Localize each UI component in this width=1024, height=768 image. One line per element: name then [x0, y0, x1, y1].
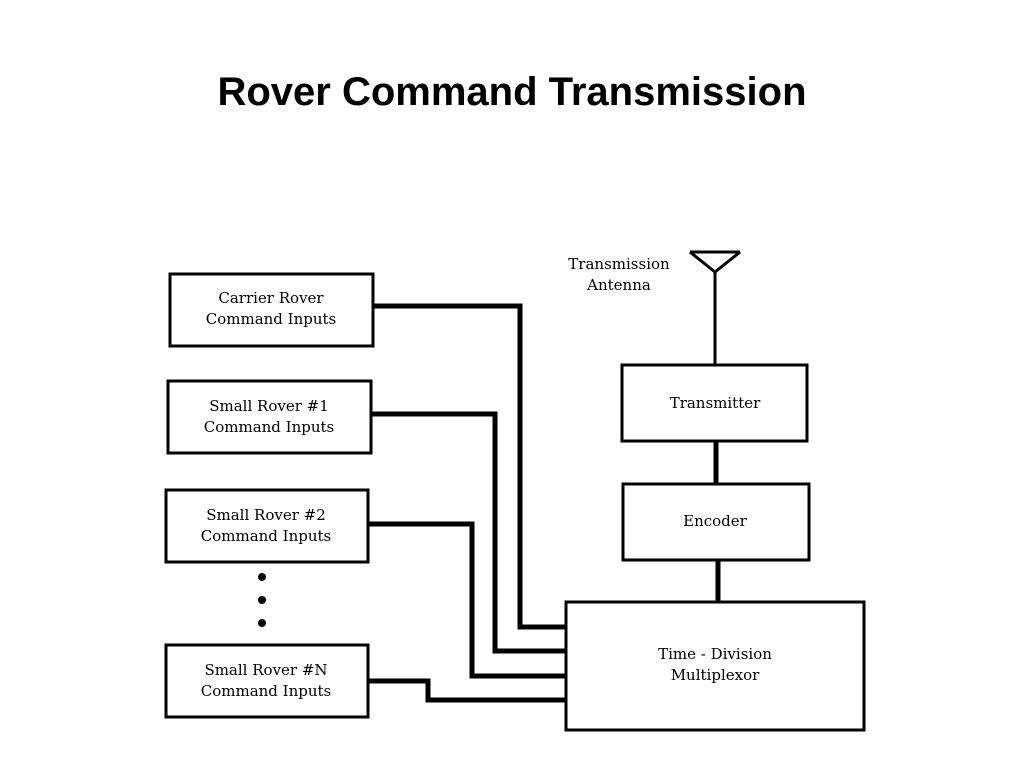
wire-roverN-to-mux: [365, 678, 569, 703]
wire-rover2-to-mux: [365, 521, 569, 679]
carrier-rover-label-line2: Command Inputs: [206, 310, 337, 328]
carrier-rover-label-line1: Carrier Rover: [218, 289, 324, 307]
small-rover-2-label-line1: Small Rover #2: [206, 506, 326, 524]
small-rover-1-label-line1: Small Rover #1: [209, 397, 329, 415]
small-rover-1-box: Small Rover #1 Command Inputs: [166, 379, 373, 455]
ellipsis-dots: [258, 573, 266, 627]
antenna-label-line2: Antenna: [586, 276, 651, 294]
small-rover-n-label-line1: Small Rover #N: [204, 661, 327, 679]
antenna-icon: [689, 250, 741, 364]
small-rover-n-box: Small Rover #N Command Inputs: [164, 643, 370, 719]
multiplexor-label-line1: Time - Division: [658, 645, 772, 663]
encoder-label: Encoder: [683, 512, 748, 530]
small-rover-1-label-line2: Command Inputs: [204, 418, 335, 436]
antenna-label-line1: Transmission: [568, 255, 670, 273]
carrier-rover-box: Carrier Rover Command Inputs: [168, 272, 375, 348]
multiplexor-box: Time - Division Multiplexor: [564, 600, 866, 732]
small-rover-2-box: Small Rover #2 Command Inputs: [164, 488, 370, 564]
transmitter-box: Transmitter: [620, 363, 809, 443]
wire-carrier-to-mux: [370, 303, 569, 630]
wire-rover1-to-mux: [368, 411, 569, 654]
multiplexor-label-line2: Multiplexor: [671, 666, 760, 684]
small-rover-n-label-line2: Command Inputs: [201, 682, 332, 700]
encoder-box: Encoder: [621, 482, 811, 562]
page-title: Rover Command Transmission: [217, 70, 807, 114]
transmitter-label: Transmitter: [670, 394, 761, 412]
small-rover-2-label-line2: Command Inputs: [201, 527, 332, 545]
